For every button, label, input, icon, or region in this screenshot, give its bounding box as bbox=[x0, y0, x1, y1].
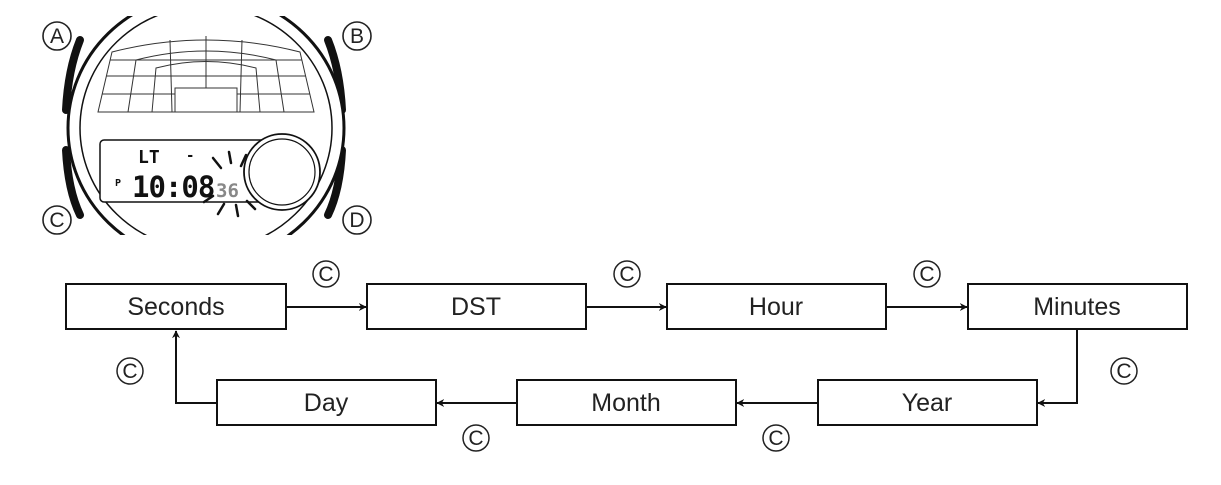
subdial-inner bbox=[248, 138, 316, 206]
button-label-a: A bbox=[42, 21, 72, 51]
display-ampm: P bbox=[115, 178, 121, 189]
step-day-box: Day bbox=[216, 379, 437, 426]
press-c-label-4: C bbox=[1110, 357, 1138, 385]
button-label-b: B bbox=[342, 21, 372, 51]
step-minutes-label: Minutes bbox=[1033, 293, 1121, 321]
step-month-box: Month bbox=[516, 379, 737, 426]
step-year-label: Year bbox=[902, 389, 953, 417]
svg-text:C: C bbox=[468, 427, 483, 450]
arrow-day-to-seconds bbox=[172, 330, 217, 404]
step-minutes-box: Minutes bbox=[967, 283, 1188, 330]
press-c-label-1: C bbox=[312, 260, 340, 288]
display-dash: - bbox=[186, 148, 194, 164]
display-mode: LT bbox=[138, 147, 160, 168]
svg-text:C: C bbox=[919, 263, 934, 286]
press-c-label-2: C bbox=[613, 260, 641, 288]
display-seconds: 36 bbox=[216, 180, 239, 202]
press-c-label-6: C bbox=[462, 424, 490, 452]
svg-text:C: C bbox=[318, 263, 333, 286]
graphic-panel bbox=[97, 36, 315, 113]
display-time: 10:08 bbox=[132, 170, 214, 204]
svg-text:C: C bbox=[1116, 360, 1131, 383]
watch-button-a-bar bbox=[62, 36, 84, 114]
step-day-label: Day bbox=[304, 389, 349, 417]
watch-button-c-bar bbox=[62, 146, 84, 219]
svg-text:C: C bbox=[619, 263, 634, 286]
svg-text:C: C bbox=[122, 360, 137, 383]
button-label-c: C bbox=[42, 205, 72, 235]
step-seconds-label: Seconds bbox=[127, 293, 224, 321]
step-dst-box: DST bbox=[366, 283, 587, 330]
step-hour-label: Hour bbox=[749, 293, 803, 321]
press-c-label-3: C bbox=[913, 260, 941, 288]
arrow-minutes-to-year bbox=[1037, 329, 1078, 407]
press-c-label-7: C bbox=[116, 357, 144, 385]
svg-text:D: D bbox=[349, 209, 364, 232]
step-hour-box: Hour bbox=[666, 283, 887, 330]
step-seconds-box: Seconds bbox=[65, 283, 287, 330]
svg-text:C: C bbox=[49, 209, 64, 232]
svg-text:C: C bbox=[768, 427, 783, 450]
press-c-label-5: C bbox=[762, 424, 790, 452]
step-month-label: Month bbox=[591, 389, 660, 417]
button-label-d: D bbox=[342, 205, 372, 235]
svg-text:B: B bbox=[350, 25, 364, 48]
step-dst-label: DST bbox=[451, 293, 501, 321]
step-year-box: Year bbox=[817, 379, 1038, 426]
watch-illustration: LT - P 10:08 36 bbox=[62, 16, 346, 235]
svg-text:A: A bbox=[50, 25, 64, 48]
flow-diagram: Seconds DST Hour Minutes Year Month Day bbox=[65, 260, 1188, 452]
